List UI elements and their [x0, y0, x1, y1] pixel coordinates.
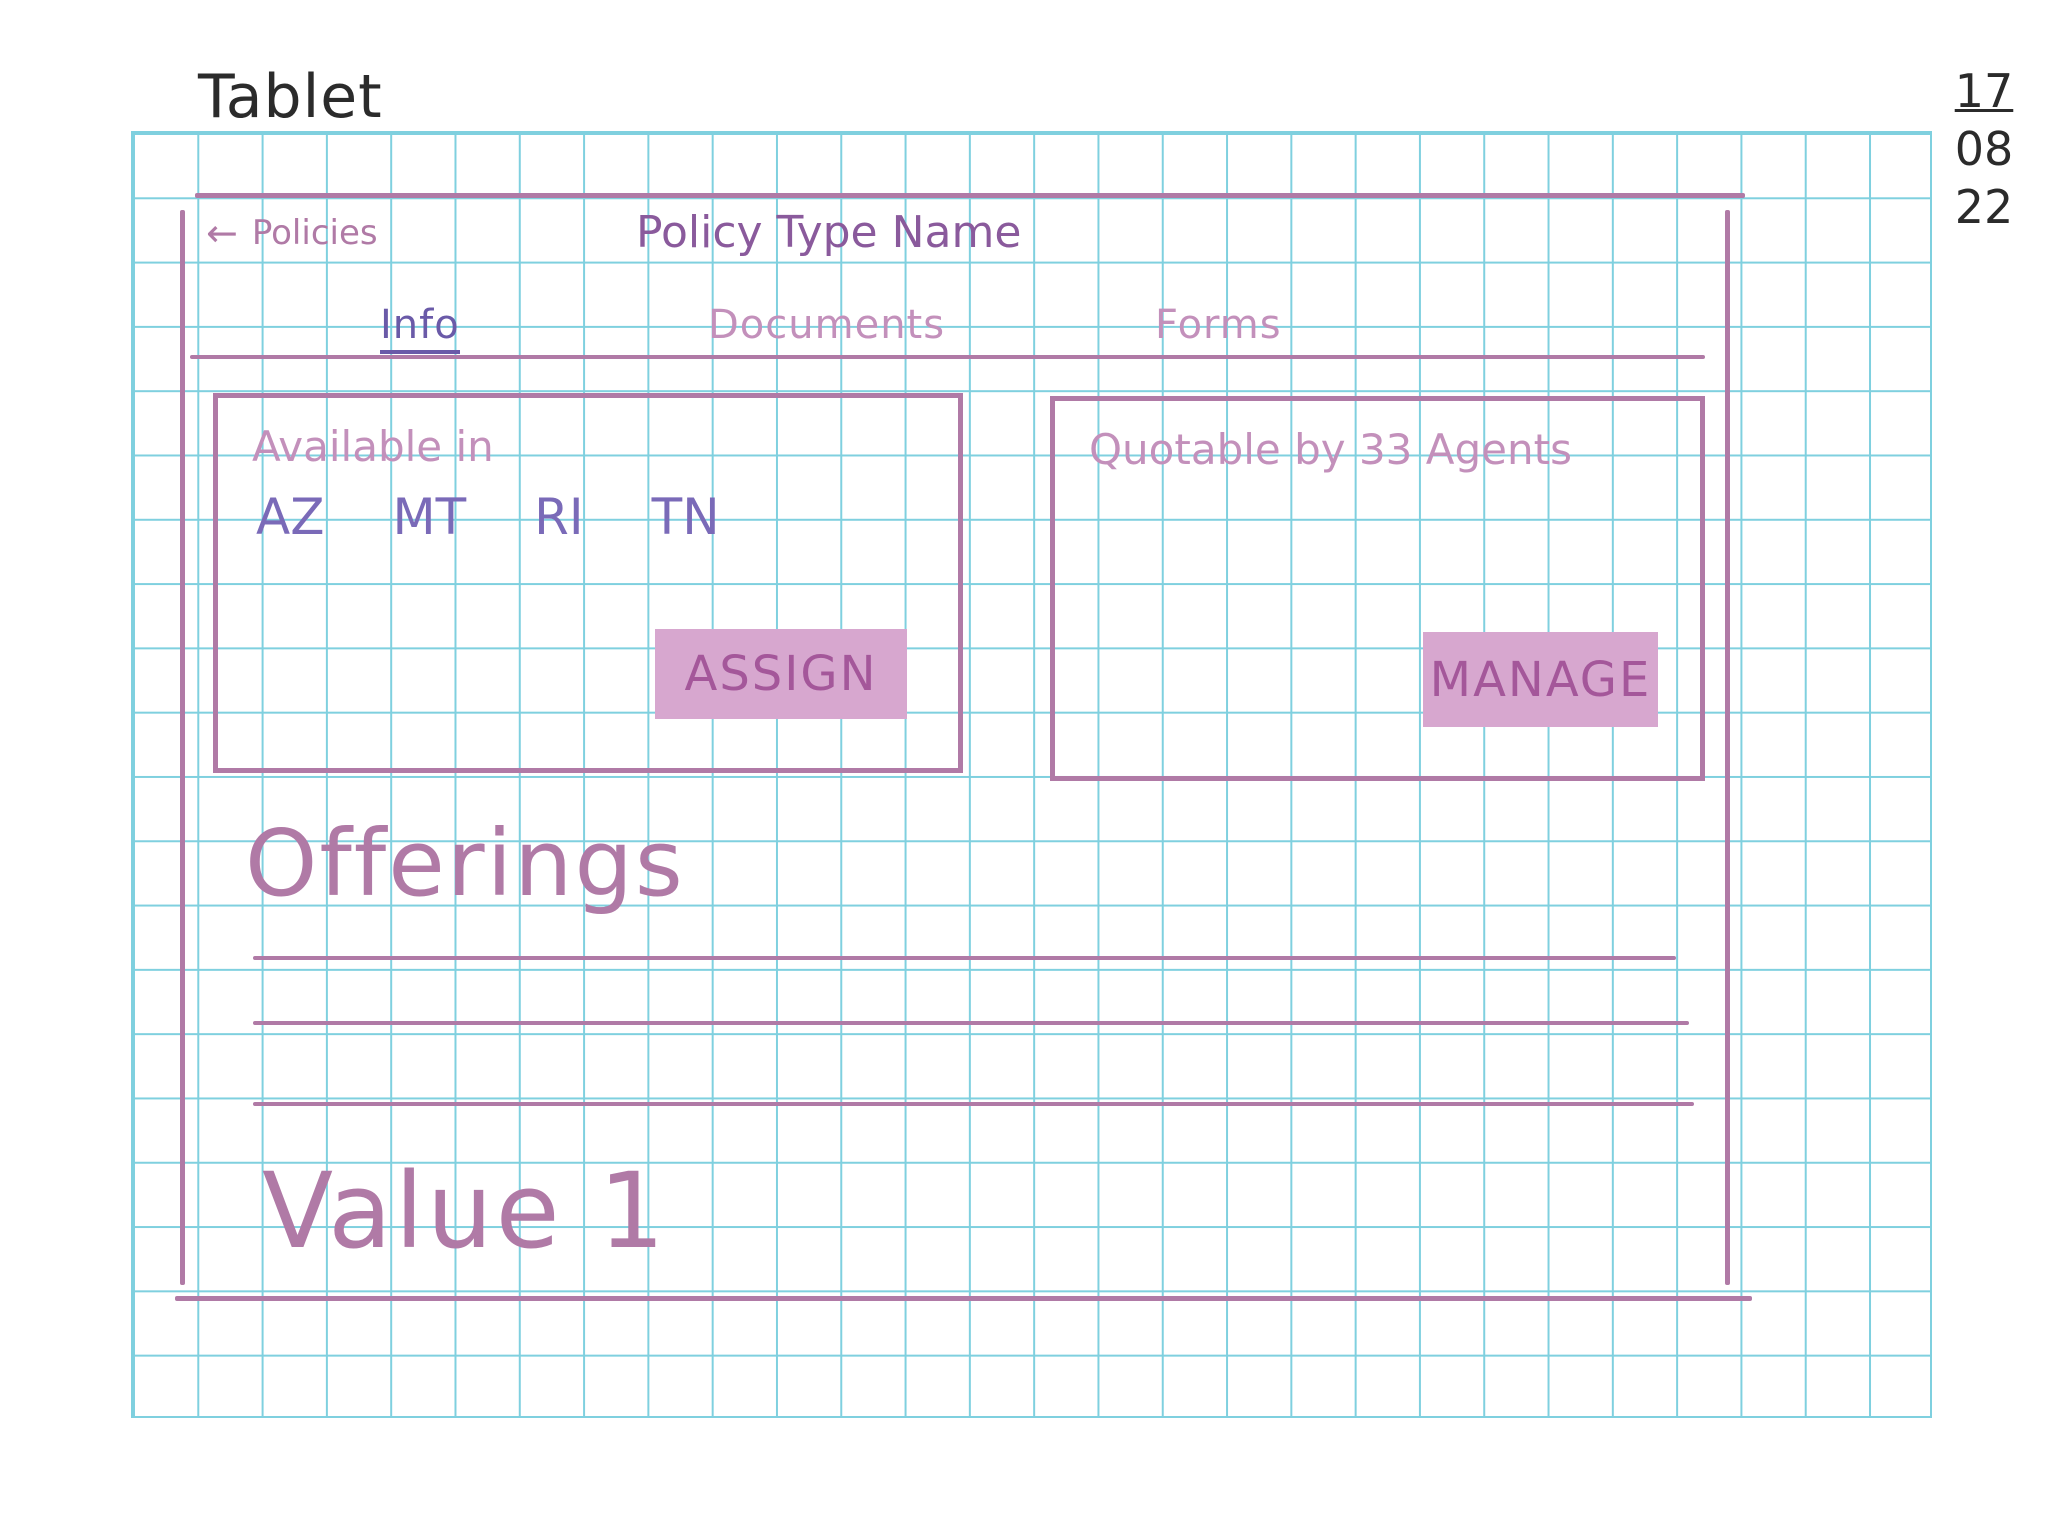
state-tn: TN	[651, 488, 720, 546]
offering-divider	[253, 956, 1676, 960]
state-list: AZ MT RI TN	[256, 488, 720, 546]
tablet-frame-bottom	[175, 1296, 1752, 1301]
offering-divider	[253, 1021, 1689, 1025]
date-day: 17	[1954, 64, 2014, 118]
tablet-frame-right	[1725, 210, 1730, 1285]
agents-card: Quotable by 33 Agents MANAGE	[1050, 396, 1705, 781]
date-month: 08	[1954, 122, 2014, 176]
graph-paper	[131, 131, 1932, 1418]
state-ri: RI	[534, 488, 584, 546]
arrow-left-icon: ←	[206, 211, 238, 255]
state-mt: MT	[392, 488, 467, 546]
offering-value[interactable]: Value 1	[262, 1150, 668, 1272]
tabs-divider	[190, 355, 1705, 359]
state-az: AZ	[256, 488, 325, 546]
assign-button[interactable]: ASSIGN	[655, 629, 907, 719]
sketch-date: 17 08 22	[1944, 62, 2024, 236]
offering-divider	[253, 1102, 1694, 1106]
back-link[interactable]: ← Policies	[206, 211, 378, 255]
sketch-label: Tablet	[198, 62, 383, 132]
tab-info[interactable]: Info	[380, 302, 460, 354]
tab-forms[interactable]: Forms	[1155, 302, 1282, 348]
date-year: 22	[1954, 180, 2014, 234]
manage-button[interactable]: MANAGE	[1423, 632, 1658, 727]
page-title: Policy Type Name	[636, 207, 1022, 258]
offerings-heading: Offerings	[245, 810, 685, 917]
tab-documents[interactable]: Documents	[708, 302, 946, 348]
availability-heading: Available in	[252, 422, 494, 471]
agents-heading: Quotable by 33 Agents	[1089, 425, 1572, 474]
tablet-frame-left	[180, 210, 185, 1285]
tablet-frame-top	[195, 193, 1745, 198]
availability-card: Available in AZ MT RI TN ASSIGN	[213, 393, 963, 773]
back-link-label: Policies	[251, 213, 378, 253]
